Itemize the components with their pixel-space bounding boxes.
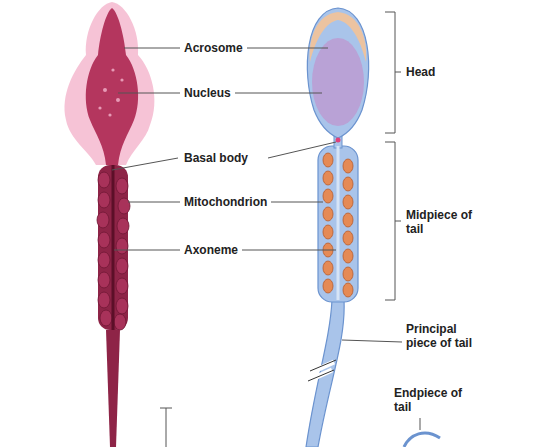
acrosome-label: Acrosome xyxy=(180,41,247,55)
basal-body-label: Basal body xyxy=(180,151,252,165)
principal-piece-label: Principal piece of tail xyxy=(402,322,480,350)
mitochondrion-label: Mitochondrion xyxy=(180,195,271,209)
micrograph xyxy=(65,2,155,447)
endpiece-label: Endpiece of tail xyxy=(390,386,472,414)
nucleus-label: Nucleus xyxy=(180,86,235,100)
leader-lines xyxy=(112,12,420,447)
axoneme-label: Axoneme xyxy=(180,243,242,257)
midpiece-label: Midpiece of tail xyxy=(402,208,490,236)
head-label: Head xyxy=(402,65,439,79)
